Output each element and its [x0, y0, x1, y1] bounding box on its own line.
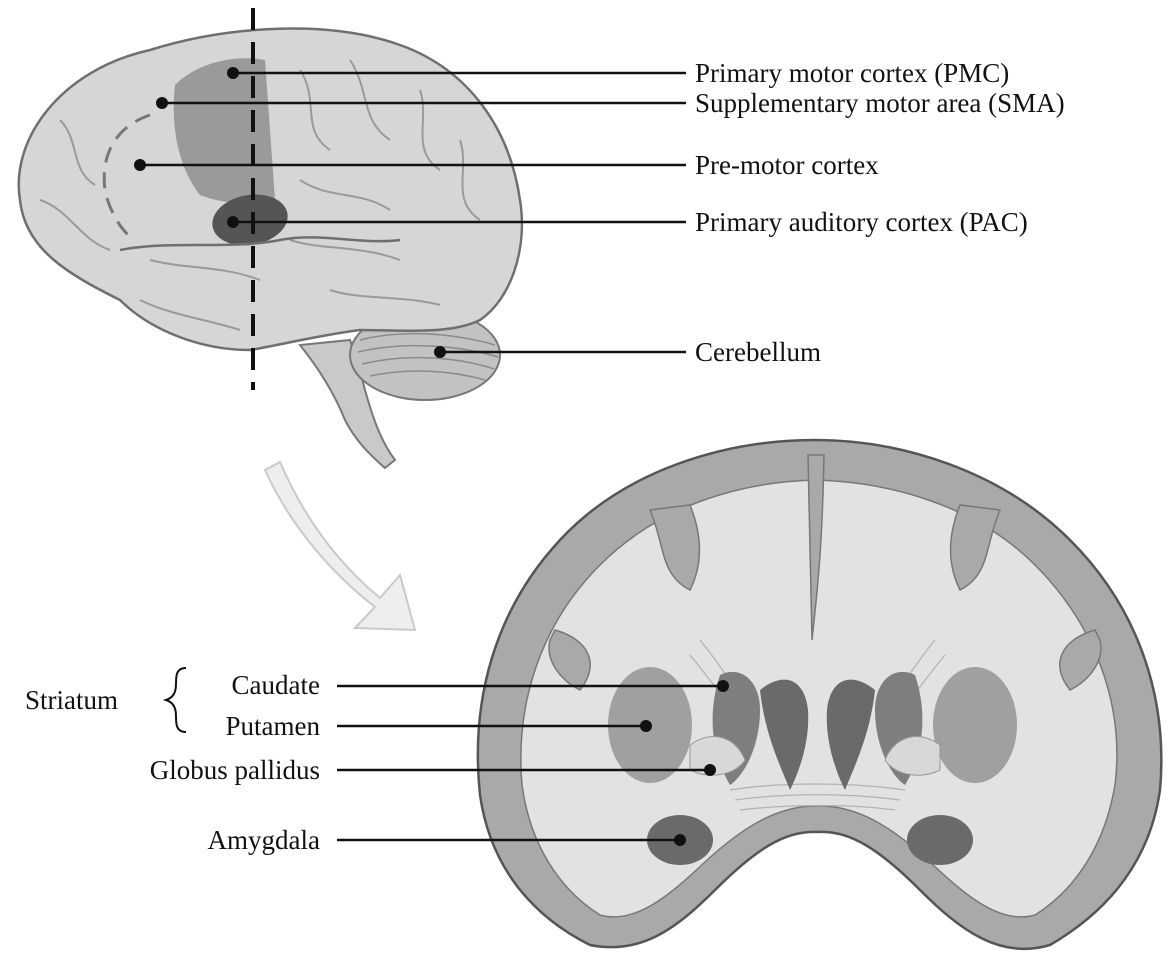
globus-pallidus-label: Globus pallidus	[150, 755, 320, 785]
caudate-label: Caudate	[232, 670, 320, 700]
transition-arrow	[265, 462, 415, 630]
putamen-label: Putamen	[226, 711, 321, 741]
striatum-label: Striatum	[25, 685, 118, 715]
lateral-brain-view	[19, 8, 522, 468]
globus-pallidus-dot	[704, 764, 716, 776]
pmc-dot	[227, 67, 239, 79]
premotor-label: Pre-motor cortex	[695, 150, 879, 180]
amygdala-label: Amygdala	[208, 825, 320, 855]
caudate-dot	[717, 680, 729, 692]
sma-dot	[156, 97, 168, 109]
striatum-brace	[166, 668, 186, 732]
cerebellum-label: Cerebellum	[695, 337, 821, 367]
cerebellum-dot	[434, 346, 446, 358]
amygdala-dot	[674, 834, 686, 846]
pac-label: Primary auditory cortex (PAC)	[695, 207, 1028, 237]
putamen-right	[933, 667, 1017, 783]
coronal-section	[478, 440, 1161, 949]
pac-dot	[227, 216, 239, 228]
pmc-label: Primary motor cortex (PMC)	[695, 58, 1009, 88]
putamen-dot	[640, 720, 652, 732]
sma-label: Supplementary motor area (SMA)	[695, 88, 1065, 118]
premotor-dot	[134, 159, 146, 171]
amygdala-right	[907, 815, 973, 865]
